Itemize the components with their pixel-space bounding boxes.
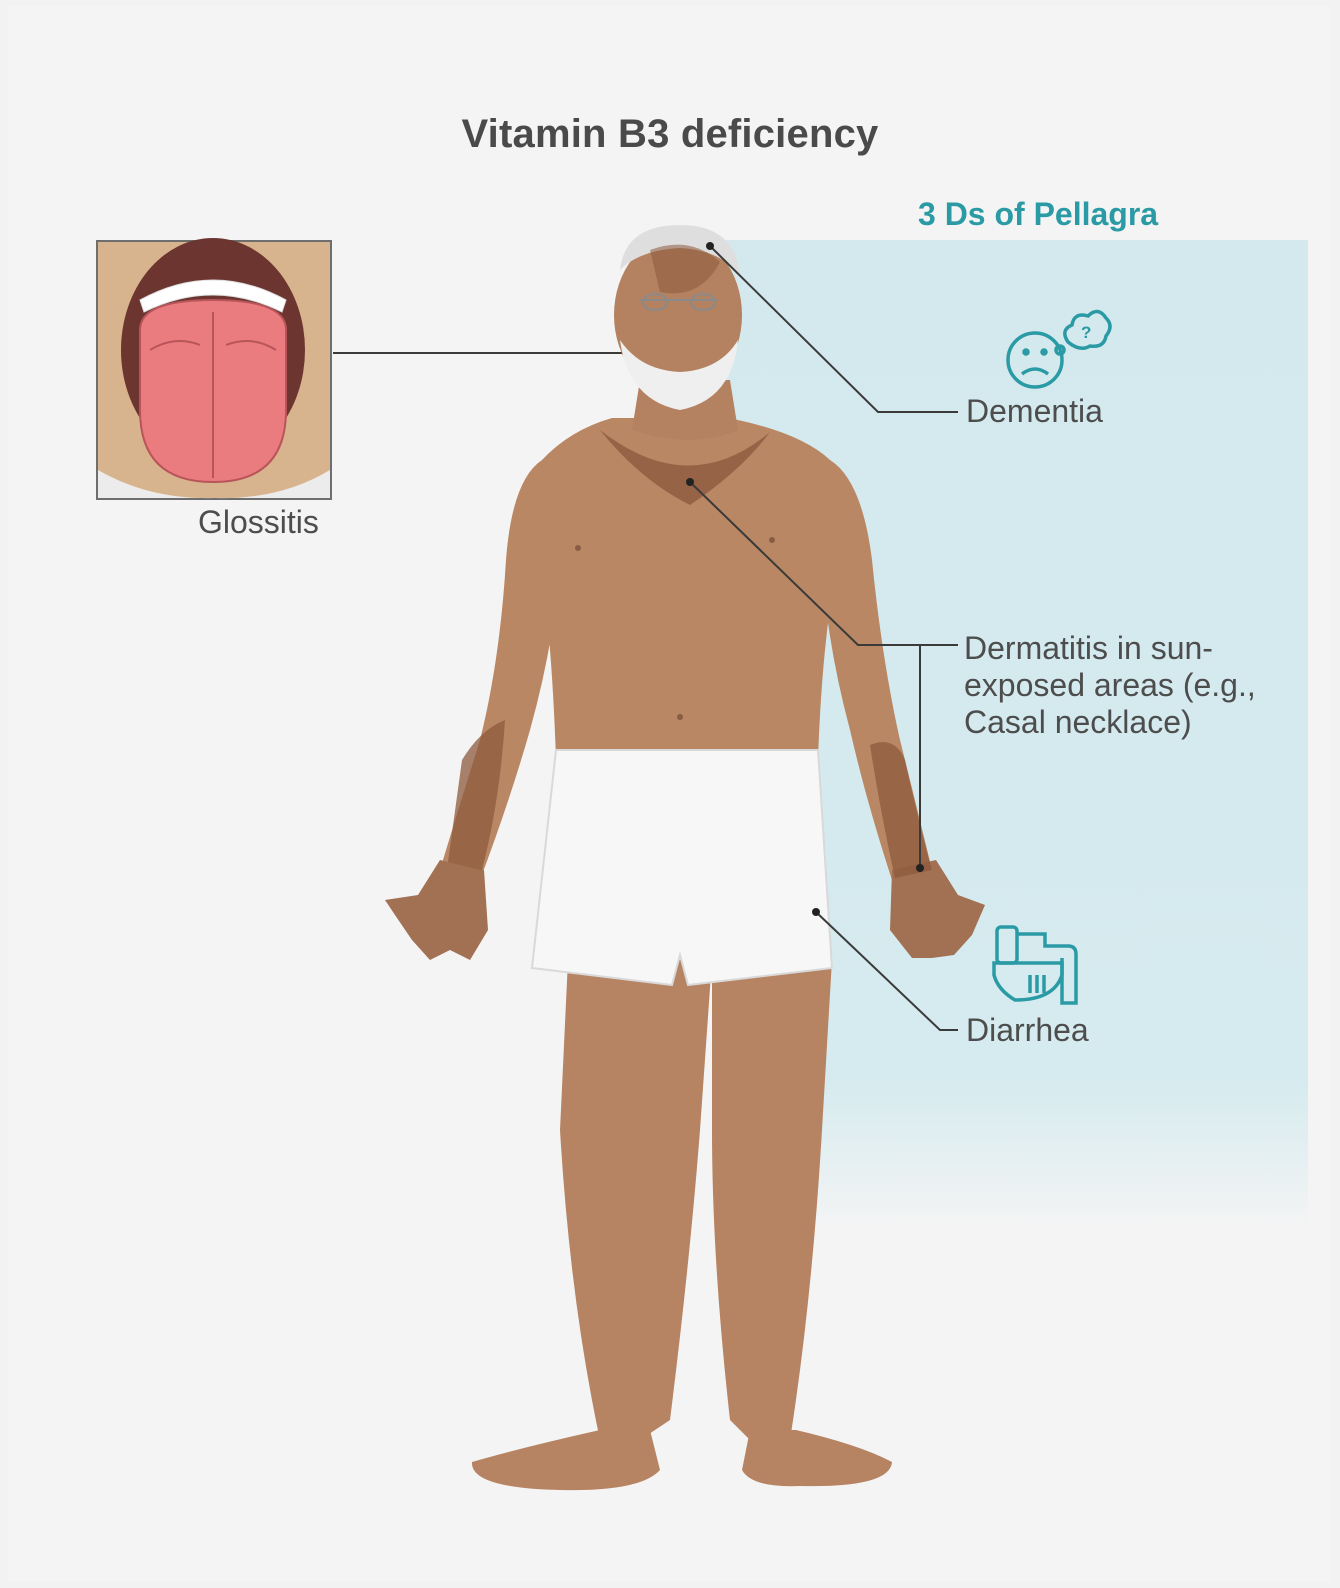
dermatitis-label: Dermatitis in sun-exposed areas (e.g., C…	[964, 630, 1304, 741]
glossitis-inset	[97, 238, 331, 499]
page-title: Vitamin B3 deficiency	[0, 112, 1340, 157]
dementia-label: Dementia	[966, 393, 1103, 430]
diarrhea-label: Diarrhea	[966, 1012, 1089, 1049]
patient-figure	[385, 225, 985, 1490]
sad-face-thought-icon: ?	[1008, 311, 1110, 387]
toilet-icon	[994, 927, 1076, 1003]
svg-text:?: ?	[1081, 323, 1091, 342]
glossitis-label: Glossitis	[198, 504, 319, 541]
pellagra-heading: 3 Ds of Pellagra	[918, 196, 1158, 233]
